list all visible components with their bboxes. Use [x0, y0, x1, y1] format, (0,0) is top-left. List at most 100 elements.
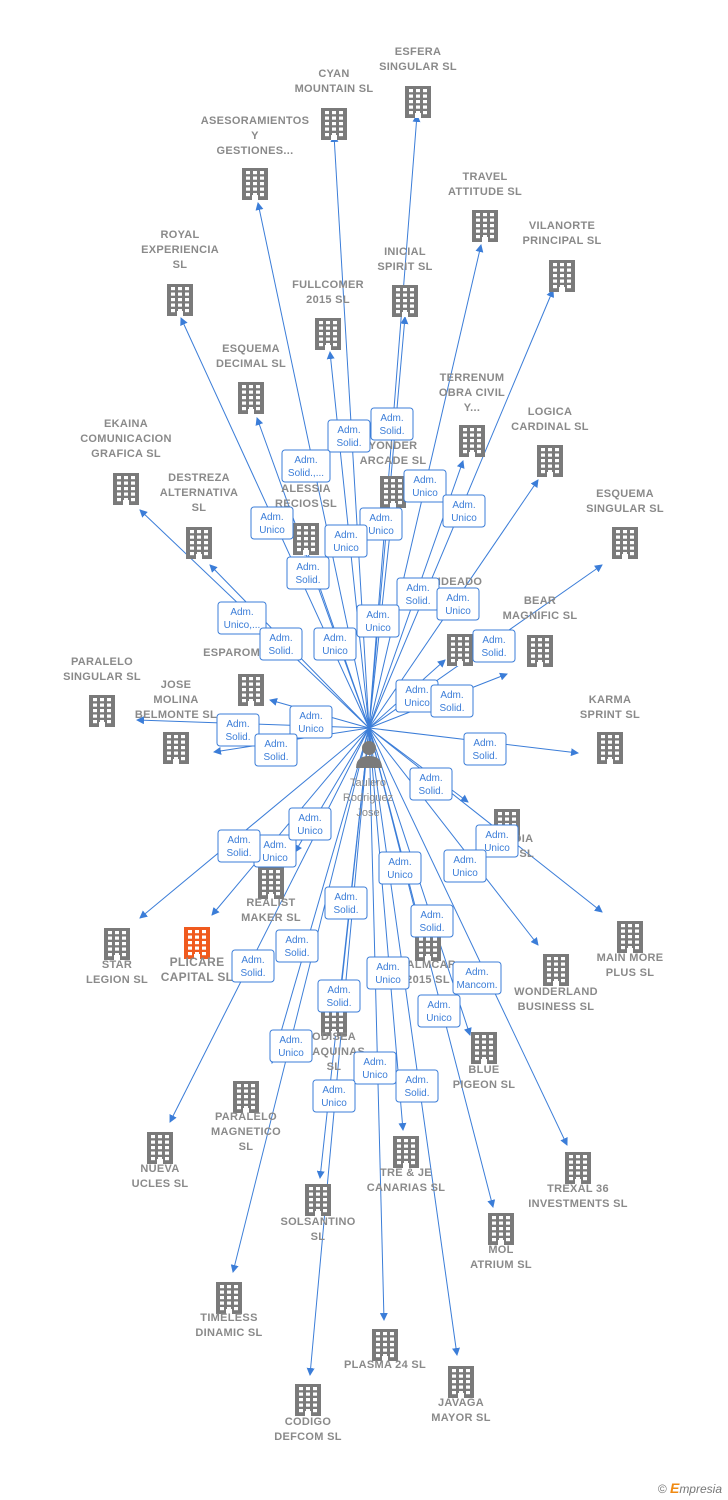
building-window — [416, 89, 420, 93]
building-window — [376, 1343, 380, 1347]
role-badge-plasma: Adm.Unico — [353, 1051, 397, 1085]
building-window — [220, 1307, 224, 1311]
edge-star — [139, 727, 370, 919]
role-badge-arcadia: Adm.Solid. — [409, 767, 453, 801]
building-window — [171, 309, 175, 313]
role-badge-text: Adm. — [226, 719, 249, 730]
building-window — [93, 714, 97, 718]
building-window — [560, 274, 564, 278]
building-window — [560, 263, 564, 267]
role-badge-text: Adm. — [363, 1057, 386, 1068]
building-window — [390, 1354, 394, 1358]
role-badge-star: Adm.Solid. — [217, 829, 261, 863]
building-window — [297, 537, 301, 541]
company-label-royal: EXPERIENCIA — [141, 244, 219, 256]
building-window — [538, 643, 542, 647]
company-node-plasma[interactable]: PLASMA 24 SL — [344, 1329, 426, 1371]
building-window — [601, 746, 605, 750]
company-node-asesoramientos[interactable]: ASESORAMIENTOSYGESTIONES... — [201, 115, 310, 200]
role-badge-text: Unico — [445, 606, 471, 617]
building-window — [122, 947, 126, 951]
building-door — [481, 1059, 487, 1064]
building-window — [304, 526, 308, 530]
building-window — [465, 659, 469, 663]
building-window — [234, 1285, 238, 1289]
building-window — [262, 886, 266, 890]
brand-logo: © Empresia — [658, 1480, 722, 1496]
company-label-star: STAR — [102, 959, 132, 971]
role-badge-box — [289, 705, 333, 739]
building-door — [482, 237, 488, 242]
building-window — [167, 735, 171, 739]
role-badge-box — [463, 732, 507, 766]
building-window — [554, 973, 558, 977]
company-label-plicare: CAPITAL SL — [161, 970, 234, 984]
building-window — [319, 343, 323, 347]
building-window — [576, 1171, 580, 1175]
role-badge-palmcar: Adm.Unico — [378, 851, 422, 885]
role-badge-text: Adm. — [260, 512, 283, 523]
building-window — [608, 751, 612, 755]
role-badge-text: Solid. — [419, 923, 444, 934]
building-window — [458, 653, 462, 657]
building-window — [403, 310, 407, 314]
building-window — [158, 1140, 162, 1144]
role-badge-mol: Adm.Unico — [417, 994, 461, 1028]
building-window — [548, 464, 552, 468]
building-door — [622, 554, 628, 559]
building-window — [117, 476, 121, 480]
role-badge-text: Adm. — [413, 475, 436, 486]
building-window — [256, 677, 260, 681]
building-window — [190, 541, 194, 545]
role-badge-text: Solid. — [284, 948, 309, 959]
role-badge-text: Adm. — [323, 633, 346, 644]
building-window — [492, 1232, 496, 1236]
building-window — [477, 444, 481, 448]
building-window — [244, 1089, 248, 1093]
building-window — [531, 643, 535, 647]
building-window — [476, 218, 480, 222]
building-window — [242, 401, 246, 405]
building-window — [165, 1140, 169, 1144]
building-window — [490, 213, 494, 217]
building-window — [376, 1337, 380, 1341]
building-window — [630, 535, 634, 539]
center-person[interactable]: Taulero Rodriguez Jose — [343, 741, 393, 819]
building-window — [615, 757, 619, 761]
building-window — [423, 111, 427, 115]
